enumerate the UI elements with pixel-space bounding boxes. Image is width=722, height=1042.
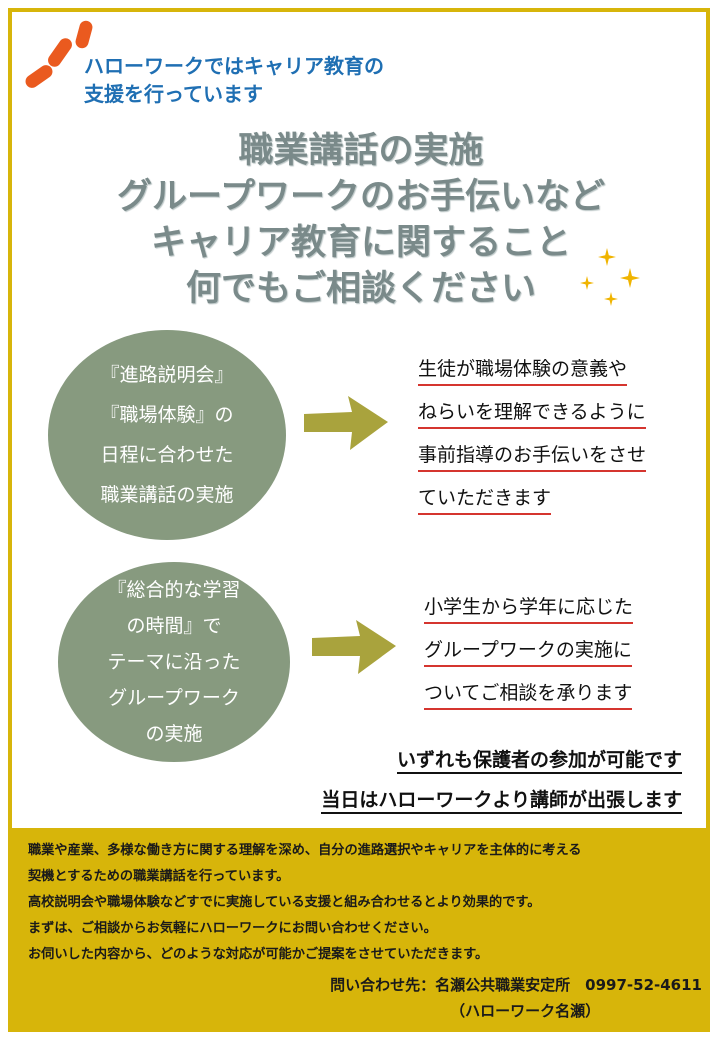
footer-text: 職業や産業、多様な働き方に関する理解を深め、自分の進路選択やキャリアを主体的に考…	[28, 838, 581, 968]
heading-line: グループワークのお手伝いなど	[117, 177, 605, 217]
header-tagline: ハローワークではキャリア教育の 支援を行っています	[84, 52, 384, 108]
footer-panel: 職業や産業、多様な働き方に関する理解を深め、自分の進路選択やキャリアを主体的に考…	[12, 828, 710, 1028]
main-heading: 職業講話の実施 グループワークのお手伝いなど キャリア教育に関すること 何でもご…	[0, 128, 722, 312]
circle-section2: 『総合的な学習 の時間』で テーマに沿った グループワーク の実施	[58, 562, 290, 762]
note-instructor-dispatch: 当日はハローワークより講師が出張します	[321, 788, 682, 814]
circle-line: 『総合的な学習	[107, 579, 241, 601]
desc-line: 小学生から学年に応じた	[424, 592, 634, 624]
footer-line: お伺いした内容から、どのような対応が可能かご提案をさせていただきます。	[28, 947, 489, 962]
circle-section1: 『進路説明会』 『職場体験』の 日程に合わせた 職業講話の実施	[48, 330, 286, 540]
circle-line: 『進路説明会』	[100, 364, 234, 386]
sparkle-icon	[620, 268, 640, 288]
section1-description: 生徒が職場体験の意義や ねらいを理解できるように 事前指導のお手伝いをさせ てい…	[418, 354, 647, 526]
sparkle-icon	[598, 248, 616, 266]
desc-line: ねらいを理解できるように	[418, 397, 646, 429]
circle-line: グループワーク	[108, 687, 240, 709]
footer-line: 高校説明会や職場体験などすでに実施している支援と組み合わせるとより効果的です。	[28, 895, 541, 910]
sparkle-icon	[580, 276, 594, 290]
footer-line: 職業や産業、多様な働き方に関する理解を深め、自分の進路選択やキャリアを主体的に考…	[28, 843, 582, 858]
tagline-line: ハローワークではキャリア教育の	[84, 54, 384, 78]
circle-line: の時間』で	[126, 615, 222, 637]
note-parent-participation: いずれも保護者の参加が可能です	[396, 748, 682, 774]
heading-line: 職業講話の実施	[238, 131, 484, 171]
contact-info: 問い合わせ先：名瀬公共職業安定所 0997-52-4611 （ハローワーク名瀬）	[330, 972, 702, 1024]
circle-line: 『職場体験』の	[100, 404, 234, 426]
circle-line: 職業講話の実施	[100, 484, 234, 506]
contact-office: （ハローワーク名瀬）	[450, 1002, 601, 1020]
section2-description: 小学生から学年に応じた グループワークの実施に ついてご相談を承ります	[424, 592, 634, 721]
arrow-right-icon	[312, 620, 396, 674]
desc-line: ていただきます	[418, 483, 552, 515]
circle-line: の実施	[145, 723, 203, 745]
footer-line: 契機とするための職業講話を行っています。	[28, 869, 290, 884]
circle-line: テーマに沿った	[107, 651, 241, 673]
desc-line: 生徒が職場体験の意義や	[418, 354, 628, 386]
footer-line: まずは、ご相談からお気軽にハローワークにお問い合わせください。	[28, 921, 437, 936]
desc-line: グループワークの実施に	[424, 635, 632, 667]
circle-line: 日程に合わせた	[100, 444, 234, 466]
contact-line: 問い合わせ先：名瀬公共職業安定所 0997-52-4611	[330, 976, 702, 994]
desc-line: 事前指導のお手伝いをさせ	[418, 440, 647, 472]
heading-line: キャリア教育に関すること	[150, 223, 571, 263]
heading-line: 何でもご相談ください	[185, 269, 536, 309]
desc-line: ついてご相談を承ります	[424, 678, 633, 710]
arrow-right-icon	[304, 396, 388, 450]
tagline-line: 支援を行っています	[84, 82, 263, 106]
sparkle-icon	[604, 292, 618, 306]
